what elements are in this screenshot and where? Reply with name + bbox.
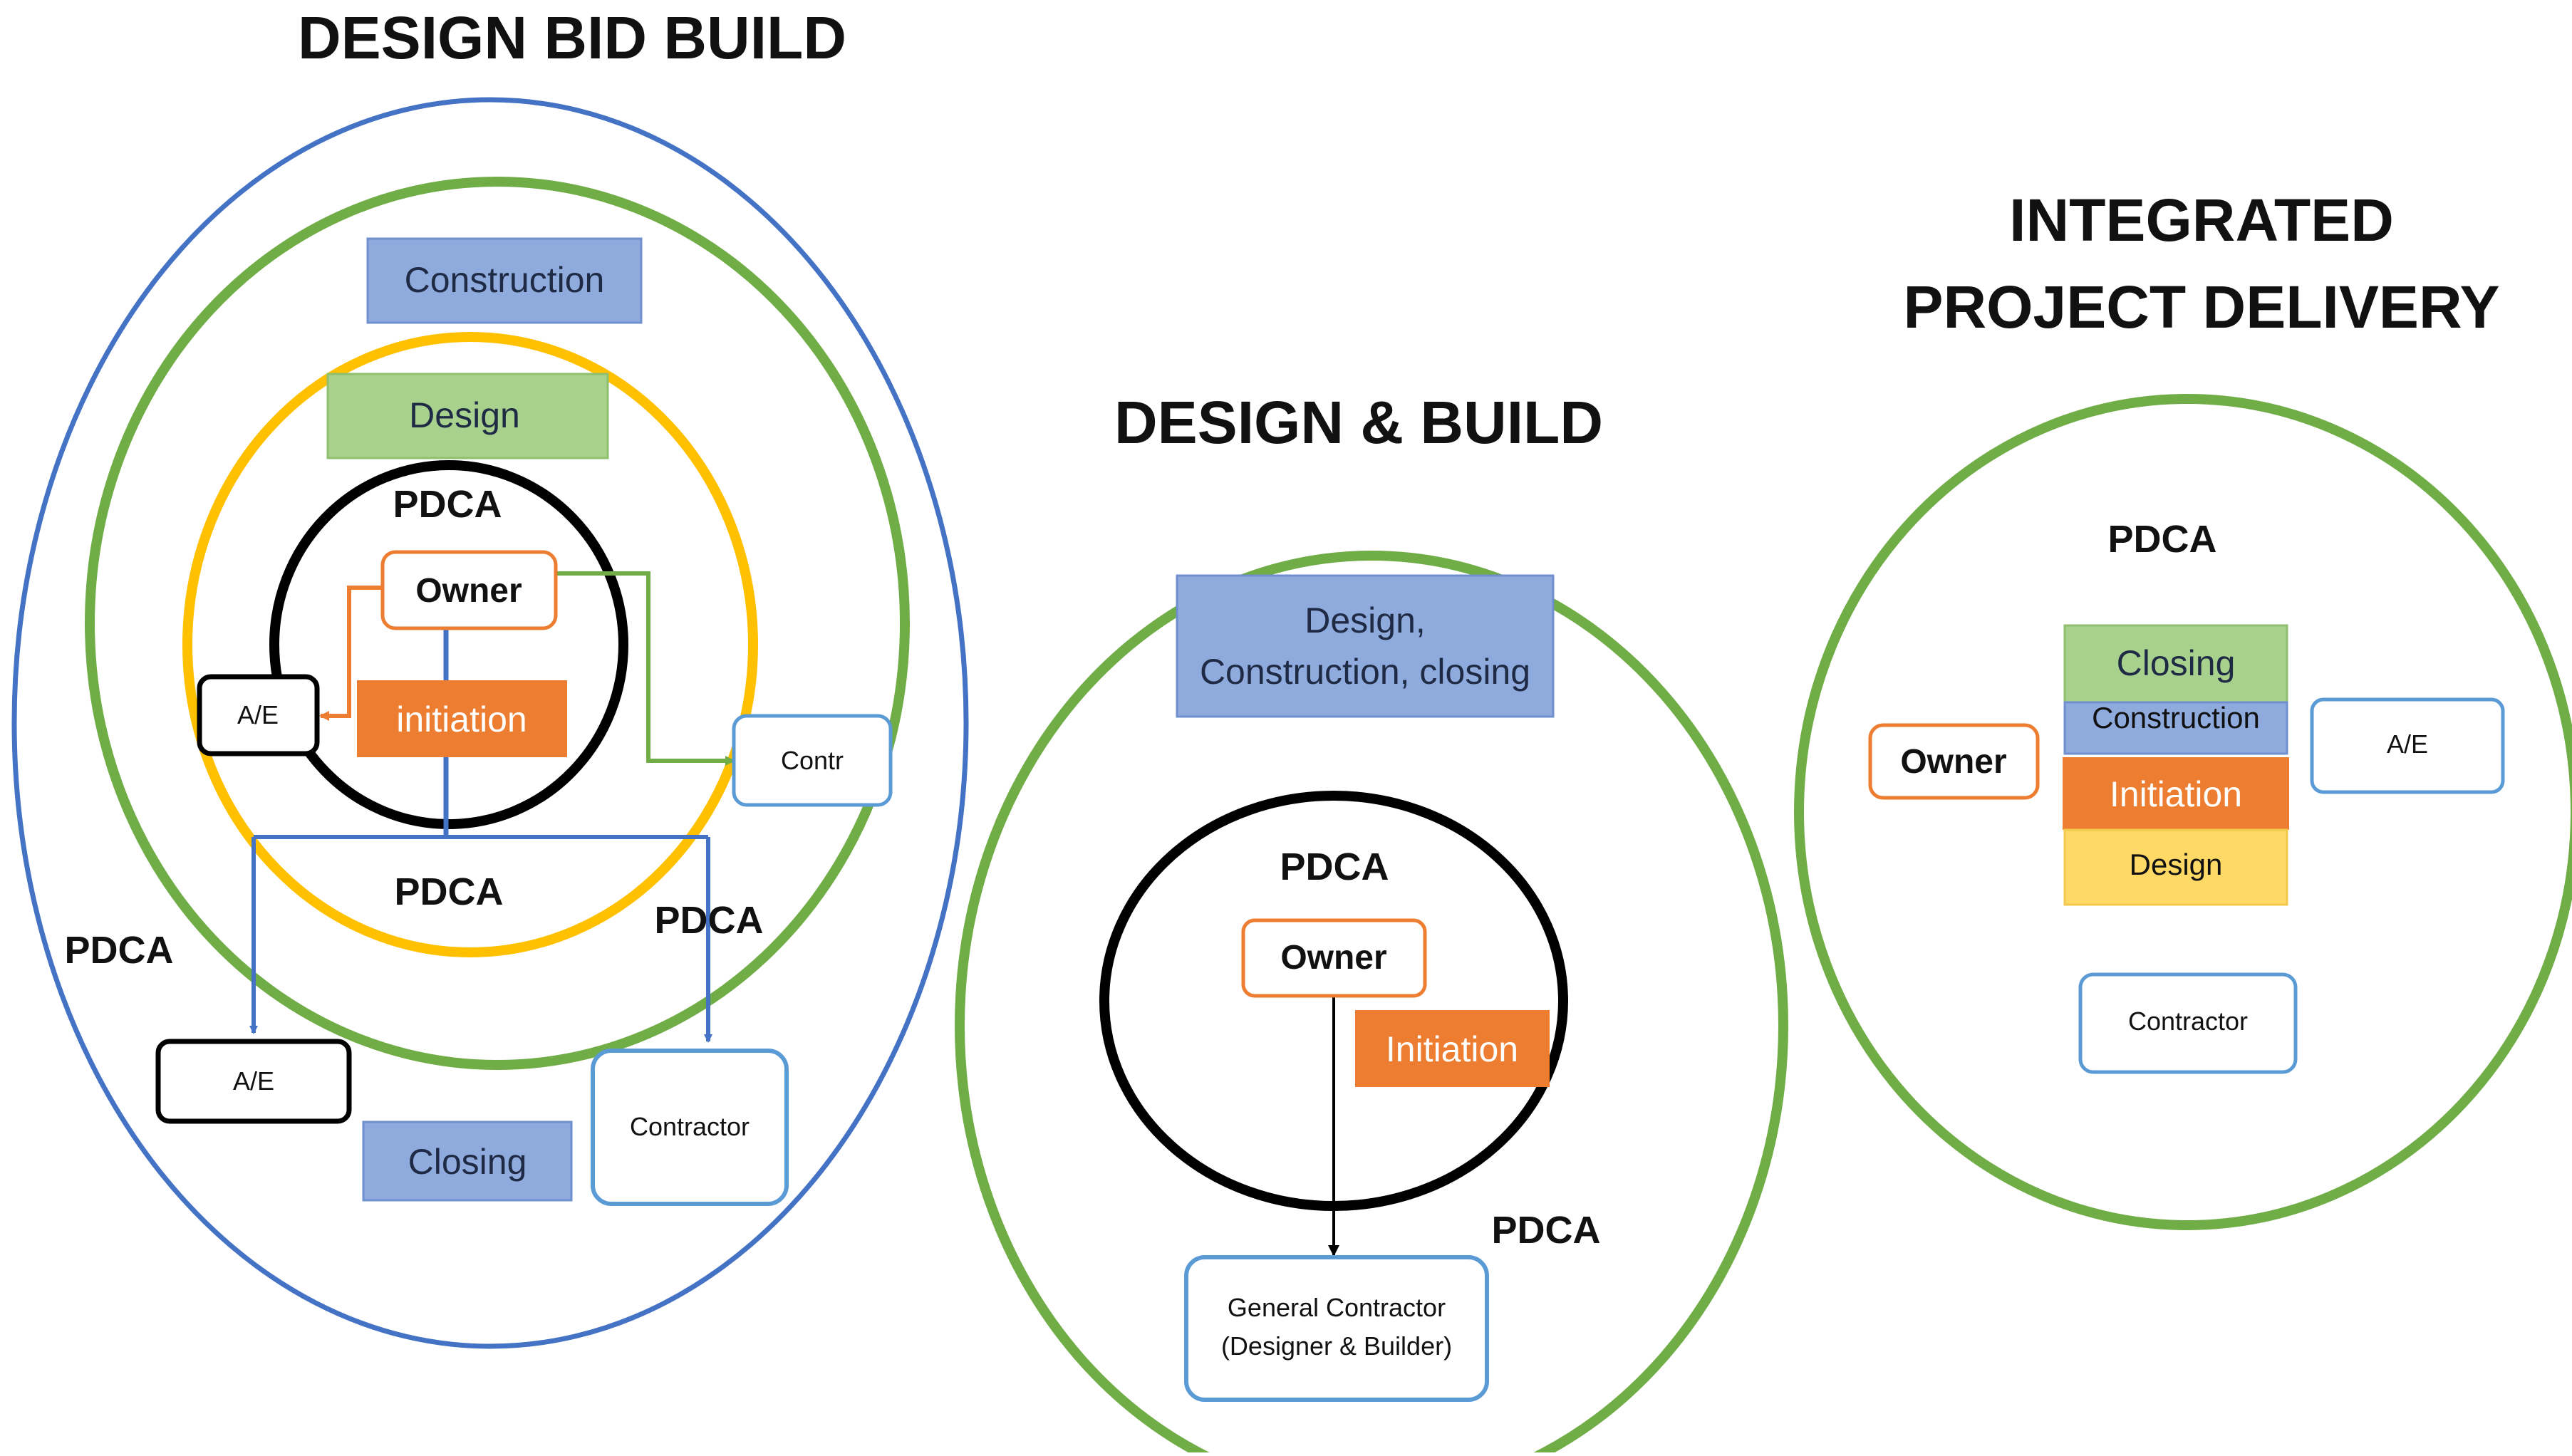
dbb-design-ring [182, 332, 758, 957]
dbb-initiation-box [357, 680, 567, 757]
dbb-owner-to-contr-arrow [556, 571, 735, 766]
dbb-construction-ring [85, 177, 910, 1070]
ipd-pdca: PDCA [2107, 518, 2216, 561]
panel-design-bid-build: DESIGN BID BUILD Construction Design PDC… [11, 4, 969, 1349]
dbb-contr-box [732, 714, 893, 807]
db-gc-box [1184, 1255, 1489, 1402]
ipd-ring [1794, 394, 2572, 1230]
ipd-owner-label: Owner [1900, 743, 2006, 781]
dbb-closing-ring [11, 97, 969, 1349]
db-pdca-inner: PDCA [1280, 846, 1389, 888]
ipd-owner-box [1868, 723, 2040, 800]
ipd-contractor-box [2078, 972, 2298, 1074]
db-phase-line1: Design, [1305, 600, 1426, 640]
ipd-contractor-label: Contractor [2128, 1007, 2248, 1036]
dbb-closing-box [362, 1120, 573, 1202]
dbb-owner-label: Owner [415, 572, 522, 610]
ipd-initiation-label: Initiation [2110, 774, 2242, 814]
dbb-contr-label: Contr [781, 746, 844, 775]
ipd-closing-box [2063, 624, 2288, 704]
dbb-title: DESIGN BID BUILD [298, 4, 846, 71]
dbb-pdca-right: PDCA [654, 899, 763, 942]
db-owner-label: Owner [1280, 939, 1386, 977]
ipd-construction-label: Construction [2092, 701, 2260, 734]
ipd-initiation-box [2063, 757, 2289, 830]
db-gc-line1: General Contractor [1228, 1293, 1446, 1322]
ipd-ae-label: A/E [2387, 729, 2428, 759]
dbb-owner-box [380, 550, 558, 630]
ipd-design-box [2063, 828, 2288, 906]
panel-integrated-project-delivery: INTEGRATED PROJECT DELIVERY PDCA Closing… [1794, 187, 2572, 1230]
db-initiation-box [1355, 1010, 1550, 1087]
db-gc-line2: (Designer & Builder) [1221, 1331, 1452, 1361]
dbb-pdca-mid: PDCA [394, 870, 503, 913]
ipd-design-label: Design [2130, 848, 2223, 881]
dbb-contractor-label: Contractor [630, 1112, 750, 1141]
ipd-title-line2: PROJECT DELIVERY [1903, 274, 2499, 340]
dbb-ae-inner-label: A/E [237, 700, 279, 729]
dbb-construction-box [366, 237, 643, 324]
dbb-ae-outer-label: A/E [233, 1066, 274, 1096]
dbb-ae-outer-box [155, 1039, 352, 1124]
dbb-initiation-ring [269, 460, 628, 829]
dbb-ae-inner-box [197, 674, 320, 756]
db-title: DESIGN & BUILD [1114, 389, 1603, 456]
db-owner-box [1241, 918, 1427, 998]
db-outer-ring [955, 551, 1788, 1456]
ipd-construction-box [2063, 701, 2288, 755]
db-pdca-outer: PDCA [1491, 1209, 1600, 1252]
dbb-pdca-center: PDCA [393, 483, 502, 526]
db-phase-box [1176, 574, 1555, 718]
dbb-design-label: Design [409, 395, 520, 435]
dbb-pdca-outer: PDCA [64, 929, 173, 972]
dbb-contractor-box [591, 1049, 789, 1206]
db-phase-line2: Construction, closing [1200, 652, 1530, 692]
ipd-ae-box [2310, 697, 2505, 794]
ipd-title-line1: INTEGRATED [2009, 187, 2394, 254]
dbb-initiation-label: initiation [396, 700, 527, 739]
dbb-owner-to-ae-arrow [319, 586, 385, 721]
panel-design-and-build: DESIGN & BUILD Design, Construction, clo… [955, 389, 1788, 1456]
dbb-design-box [326, 373, 609, 459]
db-initiation-label: Initiation [1386, 1029, 1518, 1069]
ipd-closing-label: Closing [2117, 643, 2236, 683]
dbb-closing-label: Closing [408, 1142, 527, 1182]
dbb-construction-label: Construction [405, 260, 605, 300]
